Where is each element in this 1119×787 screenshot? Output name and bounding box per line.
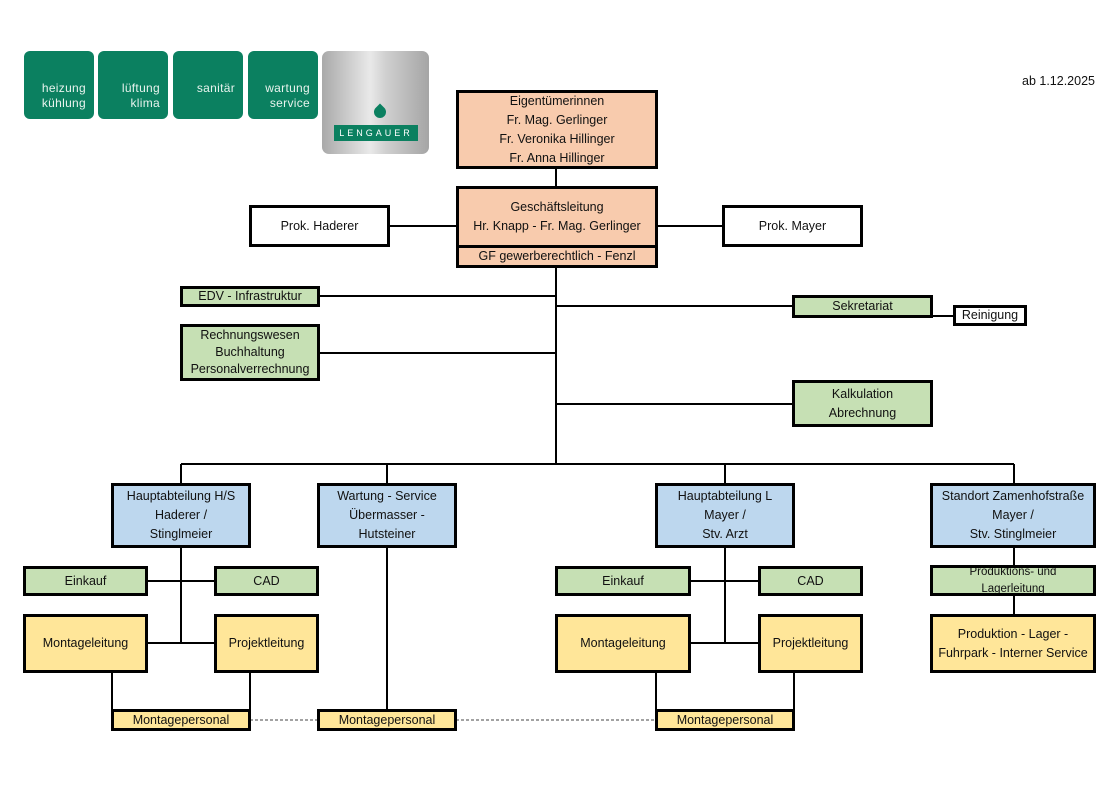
cad-l-box: CAD [758, 566, 863, 596]
gf-label: GF gewerberechtlich - Fenzl [478, 249, 636, 263]
purchasing-label: Einkauf [602, 573, 644, 588]
owners-title: Eigentümerinnen [509, 93, 605, 108]
department-label: Wartung - Service [337, 489, 437, 503]
lengauer-logo: LENGAUER [322, 51, 429, 154]
tile-text: lüftung [121, 81, 160, 95]
cad-label: CAD [797, 573, 824, 588]
project-lead-hs-box: Projektleitung [214, 614, 319, 673]
purchasing-l-box: Einkauf [555, 566, 691, 596]
owner-name: Fr. Mag. Gerlinger [506, 112, 608, 127]
department-label: Mayer / [704, 508, 746, 522]
department-label: Hutsteiner [358, 527, 416, 541]
tile-sanitaer: sanitär [173, 51, 243, 119]
project-lead-label: Projektleitung [228, 636, 305, 650]
assembly-staff-hs-box: Montagepersonal [111, 709, 251, 731]
edv-label: EDV - Infrastruktur [198, 289, 302, 303]
assembly-lead-label: Montageleitung [42, 636, 129, 650]
tile-text: wartung [265, 81, 310, 95]
production-lead-box: Produktions- und Lagerleitung [930, 565, 1096, 596]
owner-name: Fr. Anna Hillinger [509, 150, 605, 165]
department-label: Hauptabteilung L [677, 489, 773, 503]
assembly-staff-label: Montagepersonal [676, 712, 774, 727]
tile-text: klima [130, 96, 160, 110]
department-label: Stv. Arzt [702, 527, 748, 541]
department-l-box: Hauptabteilung L Mayer / Stv. Arzt [655, 483, 795, 548]
tile-text: kühlung [41, 96, 86, 110]
management-title: Geschäftsleitung [510, 200, 604, 214]
tile-text: heizung [41, 81, 86, 95]
management-names: Hr. Knapp - Fr. Mag. Gerlinger [473, 219, 641, 233]
secretariat-label: Sekretariat [832, 299, 893, 313]
cad-label: CAD [253, 573, 280, 588]
cleaning-box: Reinigung [953, 305, 1027, 326]
accounting-box: Rechnungswesen Buchhaltung Personalverre… [180, 324, 320, 381]
calculation-box: Kalkulation Abrechnung [792, 380, 933, 427]
department-hs-box: Hauptabteilung H/S Haderer / Stinglmeier [111, 483, 251, 548]
production-lead-label: Produktions- und Lagerleitung [969, 565, 1057, 595]
project-lead-l-box: Projektleitung [758, 614, 863, 673]
assembly-lead-hs-box: Montageleitung [23, 614, 148, 673]
accounting-label: Buchhaltung [215, 345, 285, 359]
production-box: Produktion - Lager - Fuhrpark - Interner … [930, 614, 1096, 673]
department-label: Hauptabteilung H/S [126, 489, 236, 503]
assembly-staff-service-box: Montagepersonal [317, 709, 457, 731]
department-label: Haderer / [154, 508, 208, 522]
prok-label: Prok. Haderer [280, 218, 359, 233]
assembly-lead-l-box: Montageleitung [555, 614, 691, 673]
tile-text: sanitär [196, 81, 235, 95]
cad-hs-box: CAD [214, 566, 319, 596]
accounting-label: Rechnungswesen [200, 328, 300, 342]
accounting-label: Personalverrechnung [190, 362, 310, 376]
purchasing-label: Einkauf [64, 573, 107, 588]
prok-label: Prok. Mayer [758, 218, 827, 233]
production-label: Produktion - Lager - [957, 626, 1069, 641]
assembly-staff-l-box: Montagepersonal [655, 709, 795, 731]
secretariat-box: Sekretariat [792, 295, 933, 318]
calculation-label: Kalkulation [831, 386, 894, 401]
cleaning-label: Reinigung [961, 308, 1019, 322]
prok-mayer-box: Prok. Mayer [722, 205, 863, 247]
department-label: Stv. Stinglmeier [969, 527, 1057, 541]
assembly-staff-label: Montagepersonal [338, 712, 436, 727]
department-label: Standort Zamenhofstraße [941, 489, 1085, 503]
project-lead-label: Projektleitung [772, 636, 849, 650]
prok-haderer-box: Prok. Haderer [249, 205, 390, 247]
calculation-label: Abrechnung [828, 405, 897, 420]
purchasing-hs-box: Einkauf [23, 566, 148, 596]
logo-text: LENGAUER [334, 125, 418, 141]
edv-box: EDV - Infrastruktur [180, 286, 320, 307]
owner-name: Fr. Veronika Hillinger [499, 131, 615, 146]
gf-box: GF gewerberechtlich - Fenzl [456, 245, 658, 268]
department-label: Mayer / [992, 508, 1034, 522]
department-label: Übermasser - [349, 508, 425, 522]
tile-text: service [269, 96, 310, 110]
assembly-lead-label: Montageleitung [580, 636, 666, 650]
owners-box: Eigentümerinnen Fr. Mag. Gerlinger Fr. V… [456, 90, 658, 169]
department-label: Stinglmeier [149, 527, 213, 541]
production-label: Fuhrpark - Interner Service [938, 645, 1088, 660]
assembly-staff-label: Montagepersonal [132, 712, 230, 727]
effective-date: ab 1.12.2025 [1022, 74, 1095, 88]
management-box: Geschäftsleitung Hr. Knapp - Fr. Mag. Ge… [456, 186, 658, 248]
